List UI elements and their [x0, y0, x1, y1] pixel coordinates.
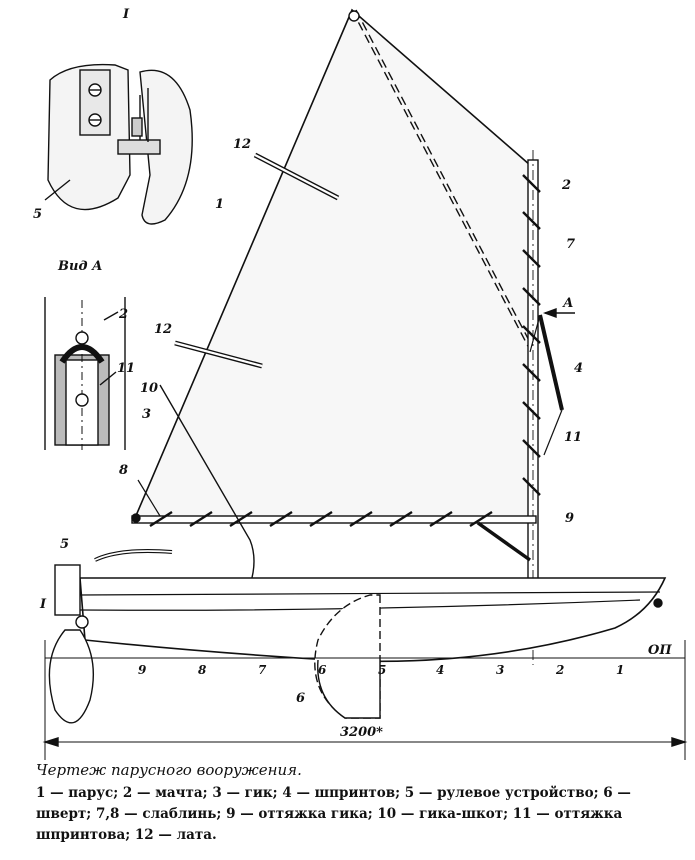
label-view-arrow: А: [562, 296, 574, 311]
label-downhaul-8: 8: [119, 463, 128, 478]
station-label: 7: [258, 663, 267, 677]
station-numbers: 9 8 7 6 5 4 3 2 1: [138, 663, 624, 677]
boom-lacing: [149, 510, 493, 528]
station-label: 5: [378, 663, 386, 677]
station-label: 4: [436, 663, 444, 677]
caption-title: Чертеж парусного вооружения.: [36, 761, 302, 779]
station-label: 6: [318, 663, 327, 677]
label-batten-upper: 12: [233, 137, 251, 152]
boom-vang: [476, 521, 532, 562]
label-daggerboard: 6: [296, 691, 305, 706]
label-sprit-stay-view: 11: [117, 361, 135, 376]
label-sail: 1: [215, 197, 224, 212]
caption-legend: 1 — парус; 2 — мачта; 3 — гик; 4 — шприн…: [36, 785, 631, 843]
label-sprit-stay: 11: [564, 430, 582, 445]
rudder-head: [54, 564, 81, 616]
sprit-dashed-line: [351, 9, 531, 351]
label-rudder-detail: 5: [33, 207, 42, 222]
figure-caption: Чертеж парусного вооружения. 1 — парус; …: [36, 760, 686, 846]
station-label: 8: [198, 663, 207, 677]
label-batten-lower: 12: [154, 322, 172, 337]
label-downhaul-7: 7: [566, 237, 575, 252]
view-a: [44, 297, 126, 450]
label-mast-view: 2: [118, 307, 128, 322]
view-a-title: Вид А: [57, 259, 103, 274]
station-label: 1: [616, 663, 624, 677]
detail-i: [44, 63, 193, 225]
station-label: 9: [138, 663, 147, 677]
sail: [133, 8, 531, 519]
sprit-stay: [543, 409, 563, 456]
sprit: [538, 314, 564, 411]
station-label: 2: [555, 663, 564, 677]
station-label: 3: [496, 663, 504, 677]
label-rudder: 5: [60, 537, 69, 552]
label-sprit: 4: [574, 361, 583, 376]
label-length: 3200*: [340, 725, 383, 740]
label-boom: 3: [142, 407, 151, 422]
rudder-blade: [48, 629, 95, 724]
mast-lacing: [522, 174, 541, 496]
rig-drawing: I Вид А 5 2 11 1 12 12 10 3 8 2 7 А 4 11…: [33, 7, 688, 760]
label-vang: 9: [565, 511, 574, 526]
label-baseline: ОП: [648, 643, 672, 658]
label-mainsheet: 10: [140, 381, 158, 396]
detail-i-title: I: [122, 7, 130, 22]
label-mast: 2: [561, 178, 571, 193]
label-detail-i-callout: I: [39, 597, 47, 612]
